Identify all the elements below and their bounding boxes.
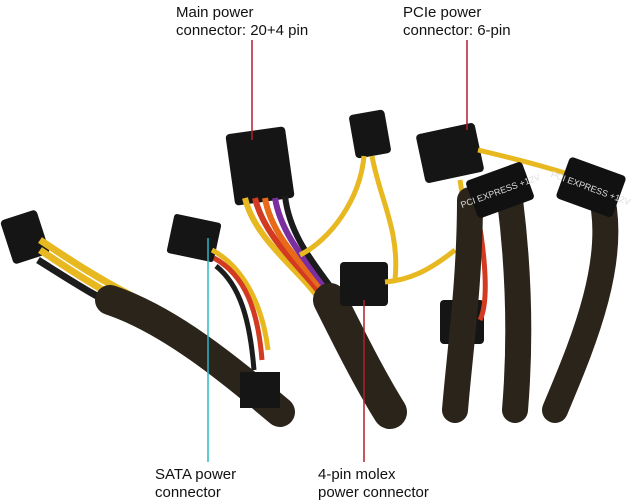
top-6pin-connector bbox=[298, 109, 399, 281]
callout-pcie-power-line1: PCIe power bbox=[403, 4, 482, 21]
callout-molex-power-line1: 4-pin molex bbox=[318, 466, 396, 483]
callout-pcie-power-line2: connector: 6-pin bbox=[403, 22, 511, 39]
right-braided-sleeve-3 bbox=[542, 177, 619, 423]
callout-main-power-line2: connector: 20+4 pin bbox=[176, 22, 309, 39]
pcie-label-sleeve-right: PCI EXPRESS +12V bbox=[550, 157, 632, 217]
sata-connector bbox=[166, 214, 280, 408]
right-braided-sleeve-1 bbox=[442, 187, 483, 423]
callout-main-power: Main power connector: 20+4 pin bbox=[176, 4, 308, 40]
callout-main-power-line1: Main power bbox=[176, 4, 254, 21]
callout-sata-power-line1: SATA power bbox=[155, 466, 237, 483]
right-braided-sleeve-2 bbox=[497, 187, 532, 423]
callout-pcie-power: PCIe power connector: 6-pin bbox=[403, 4, 511, 40]
main-24pin-connector bbox=[225, 126, 343, 302]
molex-connector bbox=[340, 248, 457, 306]
callout-sata-power: SATA power connector bbox=[155, 466, 236, 502]
callout-sata-power-line2: connector bbox=[155, 484, 221, 501]
callout-molex-power-line2: power connector bbox=[318, 484, 429, 501]
center-braided-sleeve bbox=[313, 283, 407, 429]
callout-molex-power: 4-pin molex power connector bbox=[318, 466, 429, 502]
